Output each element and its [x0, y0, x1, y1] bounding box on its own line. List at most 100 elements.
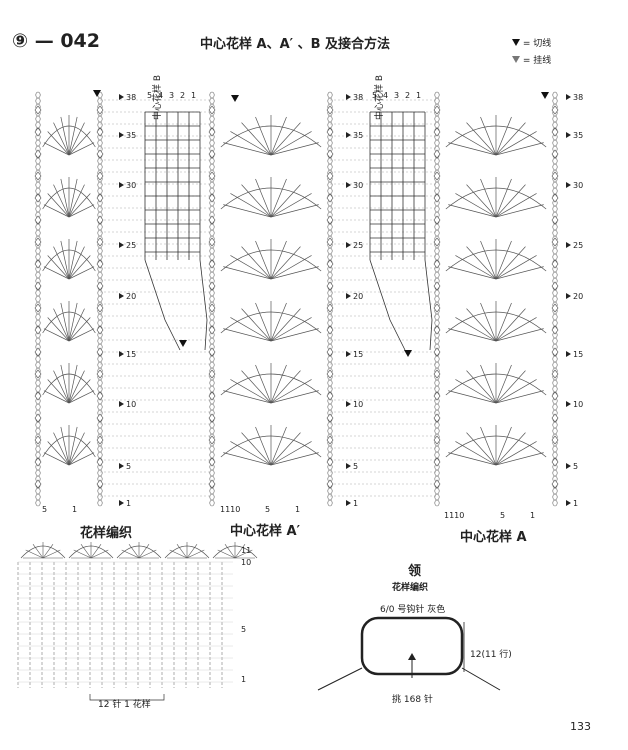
chain-column — [35, 499, 41, 507]
chain-column — [35, 451, 41, 459]
fan-motif — [230, 193, 272, 218]
bottom-stitch-number: 1 — [72, 505, 77, 514]
edge-node — [433, 435, 441, 445]
chain-column — [209, 355, 215, 363]
fan-motif — [480, 364, 497, 404]
fan-motif — [455, 193, 497, 218]
fan-motif — [448, 452, 497, 466]
fan-motif — [445, 249, 547, 272]
edge-node — [433, 127, 441, 137]
row-arrow — [346, 182, 351, 188]
edge-node — [208, 303, 216, 313]
fan-motif — [68, 184, 85, 218]
edge-node — [551, 149, 559, 159]
edge-node — [551, 193, 559, 203]
fan-motif — [495, 142, 544, 156]
chain-column — [209, 493, 215, 501]
cut-yarn-icon — [541, 92, 549, 99]
fan-motif — [255, 116, 272, 156]
row-arrow — [346, 293, 351, 299]
pattern-b-strip-left — [144, 259, 208, 351]
edge-node — [551, 413, 559, 423]
chain-column — [434, 469, 440, 477]
chain-column — [209, 337, 215, 345]
fan-motif — [42, 373, 96, 396]
fan-motif — [495, 441, 537, 466]
fan-motif — [495, 193, 537, 218]
chain-column — [552, 379, 558, 387]
edge-node — [34, 281, 42, 291]
chain-column — [97, 445, 103, 453]
fan-motif — [270, 317, 312, 342]
row-arrow — [566, 182, 571, 188]
swatch-row-number: 10 — [241, 558, 251, 567]
fan-motif — [68, 116, 78, 156]
fan-motif — [495, 122, 526, 156]
row-number: 38 — [353, 93, 363, 102]
chain-column — [209, 451, 215, 459]
chain-column — [327, 163, 333, 171]
chain-column — [434, 97, 440, 105]
fan-motif — [270, 255, 312, 280]
fan-motif — [445, 435, 547, 458]
fan-motif — [466, 184, 497, 218]
fan-motif — [60, 426, 70, 466]
swatch-fan — [176, 543, 188, 559]
edge-node — [96, 127, 104, 137]
row-number: 20 — [573, 292, 583, 301]
row-number: 35 — [353, 131, 363, 140]
edge-node — [34, 303, 42, 313]
chain-column — [552, 229, 558, 237]
collar-line — [317, 667, 363, 691]
fan-motif — [42, 249, 96, 272]
chain-column — [209, 319, 215, 327]
fan-motif — [255, 364, 272, 404]
row-number: 25 — [573, 241, 583, 250]
chain-column — [327, 313, 333, 321]
edge-node — [34, 237, 42, 247]
chain-column — [97, 451, 103, 459]
row-arrow — [119, 132, 124, 138]
row-number: 20 — [353, 292, 363, 301]
b-column-number: 3 — [394, 91, 399, 100]
edge-node — [34, 479, 42, 489]
fan-motif — [448, 390, 497, 404]
chain-column — [97, 163, 103, 171]
chain-column — [97, 421, 103, 429]
row-number: 25 — [126, 241, 136, 250]
edge-node — [326, 479, 334, 489]
chain-column — [97, 157, 103, 165]
chain-column — [434, 499, 440, 507]
fan-motif — [68, 122, 85, 156]
chain-column — [327, 469, 333, 477]
fan-motif — [241, 308, 272, 342]
edge-node — [34, 325, 42, 335]
fan-motif — [466, 308, 497, 342]
fan-motif — [466, 432, 497, 466]
chain-column — [35, 139, 41, 147]
fan-motif — [495, 370, 526, 404]
cut-yarn-icon — [231, 95, 239, 102]
chain-column — [552, 313, 558, 321]
chain-column — [97, 379, 103, 387]
swatch-fan — [32, 543, 44, 559]
edge-node — [34, 369, 42, 379]
chain-column — [35, 313, 41, 321]
bottom-stitch-number: 1110 — [220, 505, 240, 514]
fan-motif — [220, 373, 322, 396]
fan-motif — [43, 452, 70, 466]
chain-column — [97, 181, 103, 189]
fan-motif — [270, 452, 319, 466]
fan-motif — [495, 426, 512, 466]
chain-column — [327, 403, 333, 411]
chain-column — [97, 115, 103, 123]
chain-column — [35, 337, 41, 345]
chain-column — [97, 487, 103, 495]
fan-motif — [42, 311, 96, 334]
fan-motif — [68, 390, 95, 404]
chain-column — [97, 469, 103, 477]
edge-node — [433, 259, 441, 269]
chain-column — [434, 253, 440, 261]
fan-motif — [43, 390, 70, 404]
swatch-fan — [138, 549, 157, 559]
